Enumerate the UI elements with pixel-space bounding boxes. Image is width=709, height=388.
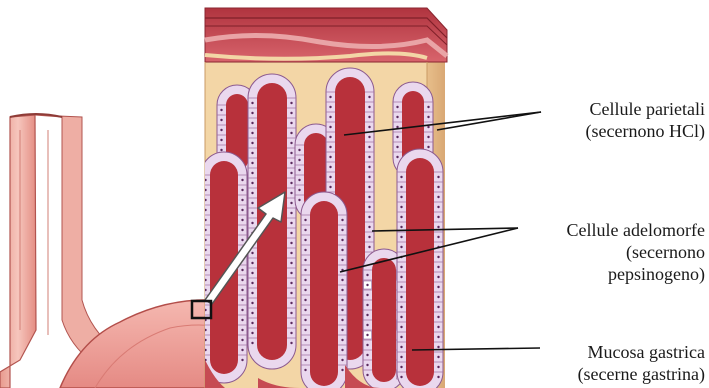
- parietal-cells-note: (secernono HCl): [586, 120, 705, 142]
- chief-cells-note-2: pepsinogeno): [567, 263, 705, 285]
- chief-cells-title: Cellule adelomorfe: [567, 219, 705, 241]
- gastric-gland: [248, 74, 296, 369]
- parietal-cells-label: Cellule parietali (secernono HCl): [586, 98, 705, 142]
- gastric-mucosa-note: (secerne gastrina): [578, 363, 705, 385]
- chief-cells-note-1: (secernono: [567, 241, 705, 263]
- gastric-mucosa-label: Mucosa gastrica (secerne gastrina): [578, 341, 705, 385]
- gastric-mucosa-title: Mucosa gastrica: [578, 341, 705, 363]
- gastric-gland: [397, 149, 443, 388]
- leader-parietal-a: [437, 112, 541, 130]
- chief-cells-label: Cellule adelomorfe (secernono pepsinogen…: [567, 219, 705, 285]
- gastric-gland: [301, 192, 347, 388]
- gastric-gland: [201, 152, 247, 383]
- parietal-cells-title: Cellule parietali: [586, 98, 705, 120]
